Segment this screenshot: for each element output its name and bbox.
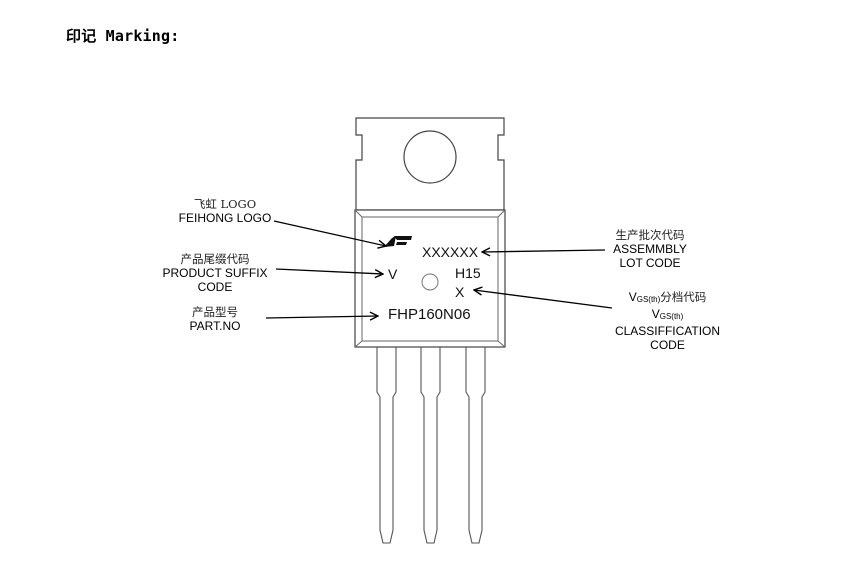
callout-logo: 飞虹 LOGO FEIHONG LOGO [170,197,280,225]
arrow-logo [273,220,386,246]
callout-suffix-en1: PRODUCT SUFFIX [162,266,268,280]
page-heading: 印记 Marking: [66,27,180,45]
arrow-vgs [474,290,613,309]
part-number-marking: FHP160N06 [388,306,471,323]
callout-logo-cn: 飞虹 LOGO [193,197,257,211]
ejector-pin-mark [421,273,439,291]
h-code-marking: H15 [455,265,481,281]
arrow-lot [482,250,606,252]
arrow-part [265,316,378,318]
callout-suffix-en2: CODE [197,280,233,294]
lead-1 [376,347,397,544]
callout-vgs-en1: CLASSIFFICATION [614,324,721,338]
callout-vgs-cn: 分档代码 [660,290,707,304]
lead-2 [420,347,441,544]
leads [376,347,486,544]
arrow-suffix [275,268,383,274]
callout-lot-en1: ASSEMMBLY [613,242,687,256]
callout-part-en: PART.NO [189,319,241,333]
callout-vgs-v2: V [651,307,660,321]
callout-vgs: VGS(th)分档代码 VGS(th) CLASSIFFICATION CODE [605,290,730,352]
callout-logo-en: FEIHONG LOGO [178,211,272,225]
lot-code-marking: XXXXXX [422,244,479,260]
callout-lot-en2: LOT CODE [619,256,681,270]
suffix-marking: V [388,266,398,282]
callout-vgs-sub2: GS(th) [659,312,684,321]
callout-lot: 生产批次代码 ASSEMMBLY LOT CODE [600,228,700,270]
callout-suffix: 产品尾缀代码 PRODUCT SUFFIX CODE [150,252,280,294]
lead-3 [465,347,486,544]
callout-vgs-v: V [628,290,637,304]
callout-suffix-cn: 产品尾缀代码 [180,252,250,266]
callout-vgs-en2: CODE [650,338,685,352]
callout-part: 产品型号 PART.NO [175,305,255,333]
callout-vgs-sub: GS(th) [636,295,661,304]
callout-part-cn: 产品型号 [192,305,238,319]
mounting-hole [403,130,457,184]
class-code-marking: X [455,284,465,300]
package-body [354,209,506,348]
callout-lot-cn: 生产批次代码 [615,228,685,242]
